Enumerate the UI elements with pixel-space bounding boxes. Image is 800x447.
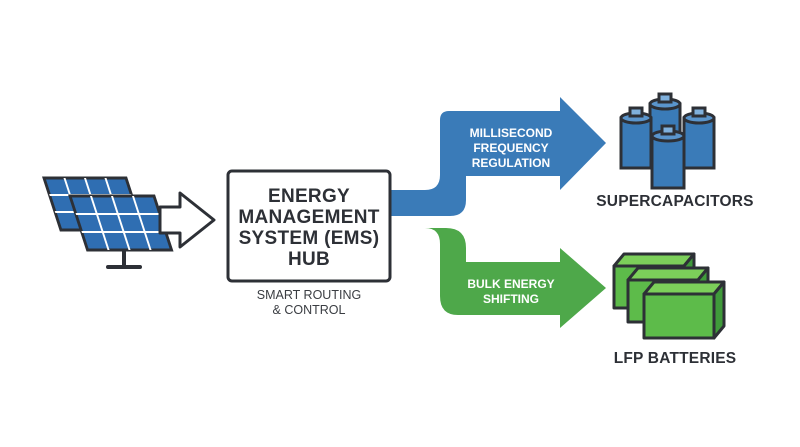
solar-panel-icon: [42, 176, 174, 269]
frequency-regulation-arrow: [390, 97, 606, 216]
bulk-shifting-arrow: [390, 228, 606, 328]
lfp-battery-icon: [612, 252, 726, 340]
supercapacitors-label: SUPERCAPACITORS: [596, 193, 754, 210]
supercapacitor-icon: [619, 92, 716, 190]
bulk-shifting-label: BULK ENERGY SHIFTING: [467, 277, 555, 306]
ems-hub-box: [226, 169, 392, 283]
hub-subtitle: SMART ROUTING & CONTROL: [256, 288, 362, 317]
input-arrow: [158, 191, 216, 249]
lfp-batteries-label: LFP BATTERIES: [613, 350, 737, 367]
hub-title: ENERGY MANAGEMENT SYSTEM (EMS) HUB: [238, 186, 380, 270]
frequency-regulation-label: MILLISECOND FREQUENCY REGULATION: [469, 126, 553, 170]
